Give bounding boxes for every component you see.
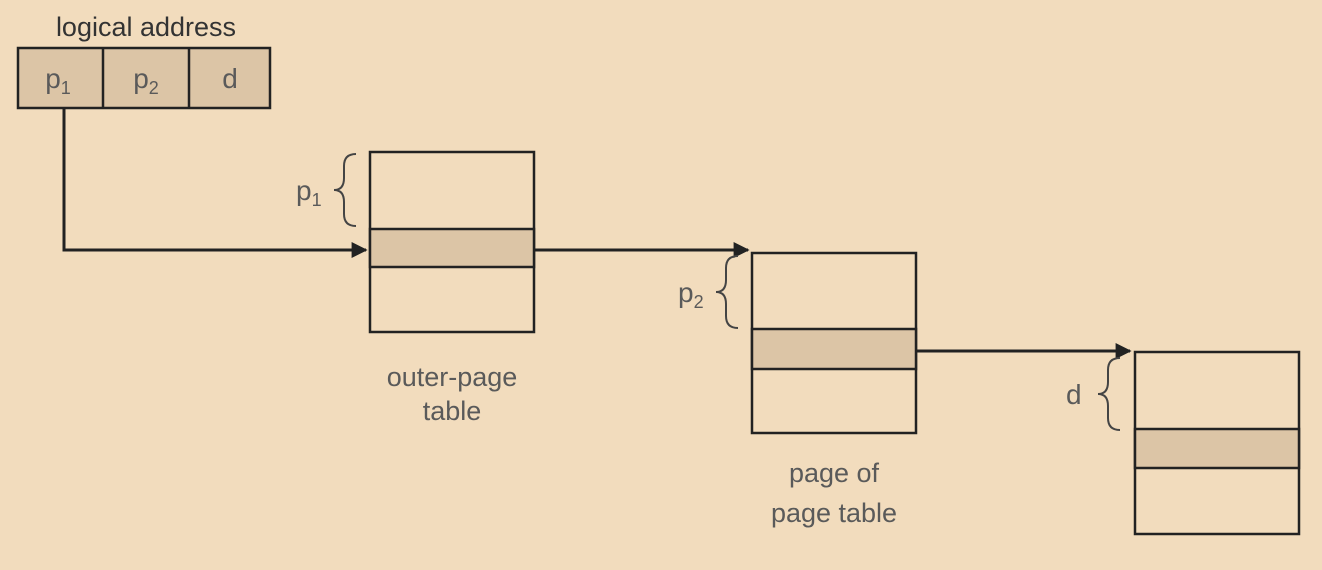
page-of-page-table-label-line1: page of [789,458,880,488]
outer-page-table-label-line2: table [423,396,482,426]
logical-address-field-p1: p1 [45,63,71,98]
logical-address-field-p2: p2 [133,63,159,98]
logical-address-field-d: d [222,63,238,94]
physical-page-selected-entry [1133,427,1301,470]
arrow-p1-to-outer-table [62,108,368,258]
logical-address-title: logical address [56,12,236,42]
brace-p1 [333,153,357,227]
outer-page-table-label-line1: outer-page [387,362,518,392]
brace-p2 [715,255,739,329]
outer-page-table-index-label: p1 [296,175,322,210]
logical-address-box [16,46,272,110]
outer-page-table: p1 outer-page table [296,150,536,426]
logical-address: logical address p1 p2 d [16,12,272,110]
page-of-page-table-index-label: p2 [678,277,704,312]
page-of-page-table: p2 page of page table [678,251,918,528]
outer-page-table-selected-entry [368,227,536,269]
brace-d [1097,357,1121,431]
page-of-page-table-label-line2: page table [771,498,897,528]
physical-page: d [1066,350,1301,536]
physical-page-index-label: d [1066,379,1082,410]
page-of-page-table-selected-entry [750,327,918,371]
